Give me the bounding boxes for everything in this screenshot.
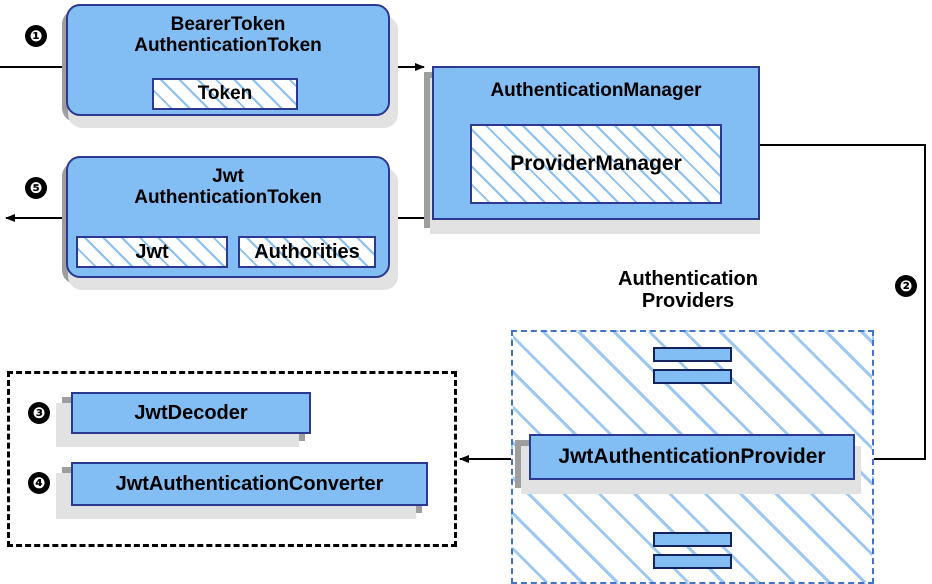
jwt-authentication-converter-title: JwtAuthenticationConverter	[115, 472, 384, 495]
node-jwt-decoder[interactable]: JwtDecoder	[71, 392, 311, 434]
step-badge-3: ❸	[28, 402, 50, 424]
bearer-token-title: BearerToken AuthenticationToken	[134, 14, 322, 57]
step-badge-4: ❹	[28, 472, 50, 494]
step-badge-2: ❷	[895, 275, 917, 297]
node-jwt-authentication-provider[interactable]: JwtAuthenticationProvider	[529, 434, 855, 480]
node-jwt-authentication-token[interactable]: Jwt AuthenticationToken	[66, 156, 390, 278]
provider-stack-bottom-bar-1	[653, 532, 732, 547]
step-badge-5: ❺	[25, 177, 47, 199]
authentication-manager-title: AuthenticationManager	[490, 80, 702, 101]
provider-stack-top-bar-2	[653, 369, 732, 384]
chip-authorities: Authorities	[238, 236, 376, 268]
jwt-authentication-provider-title: JwtAuthenticationProvider	[558, 445, 826, 469]
provider-stack-bottom-bar-2	[653, 554, 732, 569]
jwt-support-container	[7, 371, 457, 547]
authentication-providers-label: Authentication Providers	[618, 268, 758, 312]
chip-provider-manager: ProviderManager	[470, 124, 722, 204]
node-bearer-token-authentication-token[interactable]: BearerToken AuthenticationToken	[66, 4, 390, 116]
jwt-authentication-token-title: Jwt AuthenticationToken	[134, 166, 322, 209]
provider-stack-top-bar-1	[653, 347, 732, 362]
step-badge-1: ❶	[25, 25, 47, 47]
chip-jwt: Jwt	[76, 236, 228, 268]
node-jwt-authentication-converter[interactable]: JwtAuthenticationConverter	[71, 462, 428, 506]
jwt-decoder-title: JwtDecoder	[134, 401, 248, 424]
chip-token: Token	[152, 78, 298, 110]
